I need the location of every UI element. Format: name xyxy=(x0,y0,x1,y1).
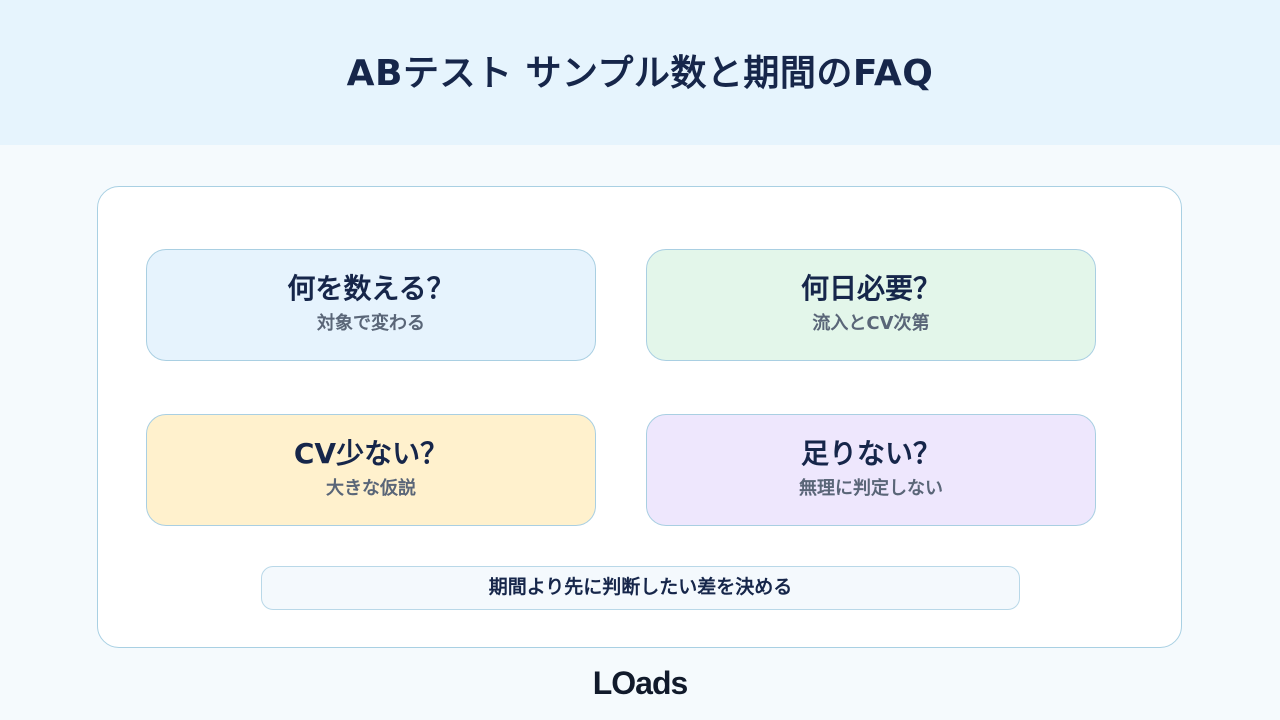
faq-answer: 無理に判定しない xyxy=(799,478,943,499)
faq-card-insufficient: 足りない？ 無理に判定しない xyxy=(646,414,1096,526)
faq-card-low-cv: CV少ない？ 大きな仮説 xyxy=(146,414,596,526)
faq-question: CV少ない？ xyxy=(293,437,449,470)
faq-card-days: 何日必要？ 流入とCV次第 xyxy=(646,249,1096,361)
faq-answer: 対象で変わる xyxy=(317,313,425,334)
page-title: ABテスト サンプル数と期間のFAQ xyxy=(346,53,934,94)
faq-answer: 大きな仮説 xyxy=(326,478,416,499)
summary-note: 期間より先に判断したい差を決める xyxy=(261,566,1020,610)
faq-question: 何日必要？ xyxy=(800,272,941,305)
faq-answer: 流入とCV次第 xyxy=(812,313,930,334)
faq-question: 何を数える？ xyxy=(287,272,455,305)
faq-card-count: 何を数える？ 対象で変わる xyxy=(146,249,596,361)
header-band xyxy=(0,0,1280,145)
faq-question: 足りない？ xyxy=(800,437,941,470)
brand-logo: LOads xyxy=(592,665,689,701)
